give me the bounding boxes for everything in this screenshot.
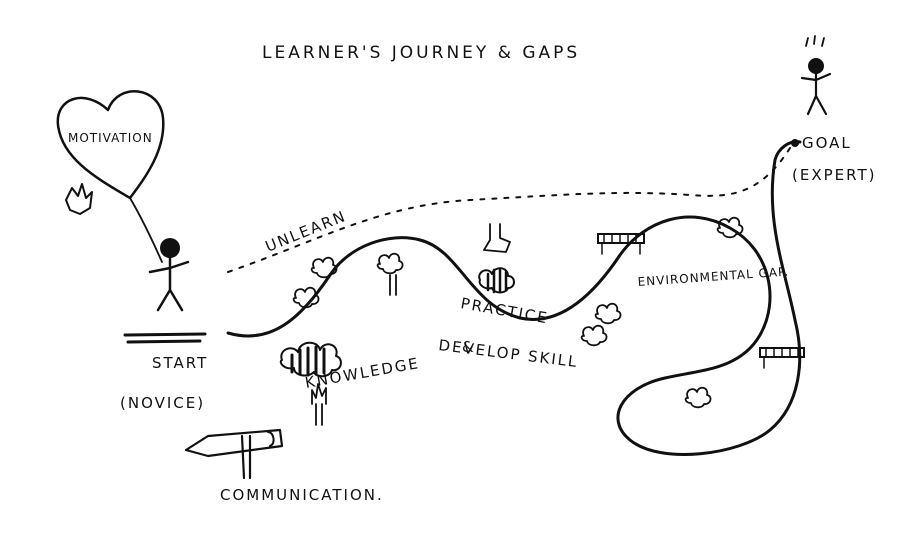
start-label: START	[152, 354, 208, 372]
signpost-arrow-icon	[184, 428, 284, 458]
communication-label: COMMUNICATION.	[220, 486, 384, 504]
expert-stick-figure	[800, 35, 832, 116]
environmental-gap-label: ENVIRONMENTAL GAP.	[637, 264, 789, 289]
novice-head-icon	[160, 238, 180, 258]
unlearn-label: UNLEARN	[263, 207, 349, 256]
motivation-balloon: MOTIVATION	[56, 90, 165, 263]
bush-icon	[684, 386, 712, 409]
knowledge-cloud-icon	[279, 341, 342, 378]
communication-signpost	[184, 428, 284, 480]
bush-icon	[594, 302, 622, 325]
novice-label: (NOVICE)	[120, 394, 205, 412]
heart-balloon-icon	[56, 90, 165, 200]
bush-icon	[310, 256, 338, 279]
develop-skill-label: DEVELOP SKILL	[438, 336, 580, 371]
goal-point	[791, 139, 799, 147]
bush-icon	[292, 286, 320, 309]
barrier-icon-upper	[597, 233, 645, 255]
tree-icon	[376, 252, 404, 296]
expert-head-icon	[808, 58, 824, 74]
start-line	[123, 332, 207, 344]
diagram-title: LEARNER'S JOURNEY & GAPS	[262, 43, 580, 63]
bush-icon	[716, 216, 744, 239]
balloon-string	[129, 197, 163, 263]
knowledge-label: KNOWLEDGE	[304, 354, 422, 392]
practice-cloud-icon	[478, 267, 515, 294]
hand-raised-icon	[311, 383, 327, 426]
barrier-icon-lower	[759, 347, 805, 369]
waving-hand-icon	[65, 183, 93, 215]
practice-ampersand: &	[462, 338, 476, 356]
bush-icon	[580, 324, 608, 347]
pointing-hand-icon	[483, 223, 511, 253]
expert-label: (EXPERT)	[792, 166, 876, 184]
goal-label: GOAL	[802, 134, 852, 152]
motivation-label: MOTIVATION	[68, 131, 153, 145]
journey-path	[226, 140, 802, 456]
practice-label: PRACTICE	[459, 294, 550, 327]
novice-stick-figure	[148, 238, 190, 312]
unlearn-dotted-path	[227, 147, 791, 273]
excitement-marks-icon	[805, 35, 825, 47]
